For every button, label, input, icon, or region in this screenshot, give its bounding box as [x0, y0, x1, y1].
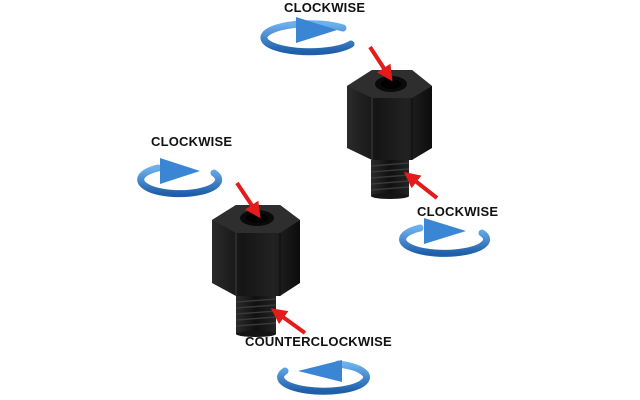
label-top-output: CLOCKWISE	[417, 204, 499, 219]
rotation-arrow-top-input-icon	[260, 17, 355, 56]
pointer-top-output-icon	[403, 172, 439, 200]
bottom-adapter	[212, 205, 300, 337]
pointer-bottom-output-icon	[270, 308, 307, 335]
pointer-bottom-input-icon	[235, 181, 261, 219]
label-bottom-output: COUNTERCLOCKWISE	[245, 334, 392, 349]
rotation-arrow-bottom-input-icon	[137, 158, 223, 198]
top-adapter	[347, 70, 432, 199]
top-adapter-hex-body	[347, 70, 432, 160]
bottom-adapter-hex-body	[212, 205, 300, 296]
pointer-top-input-icon	[368, 45, 393, 82]
rotation-arrow-top-output-icon	[399, 218, 491, 257]
label-bottom-input: CLOCKWISE	[151, 134, 233, 149]
top-adapter-thread	[370, 160, 410, 199]
label-top-input: CLOCKWISE	[284, 0, 366, 15]
rotation-arrow-bottom-output-icon	[277, 360, 371, 395]
bottom-adapter-thread	[235, 296, 277, 337]
